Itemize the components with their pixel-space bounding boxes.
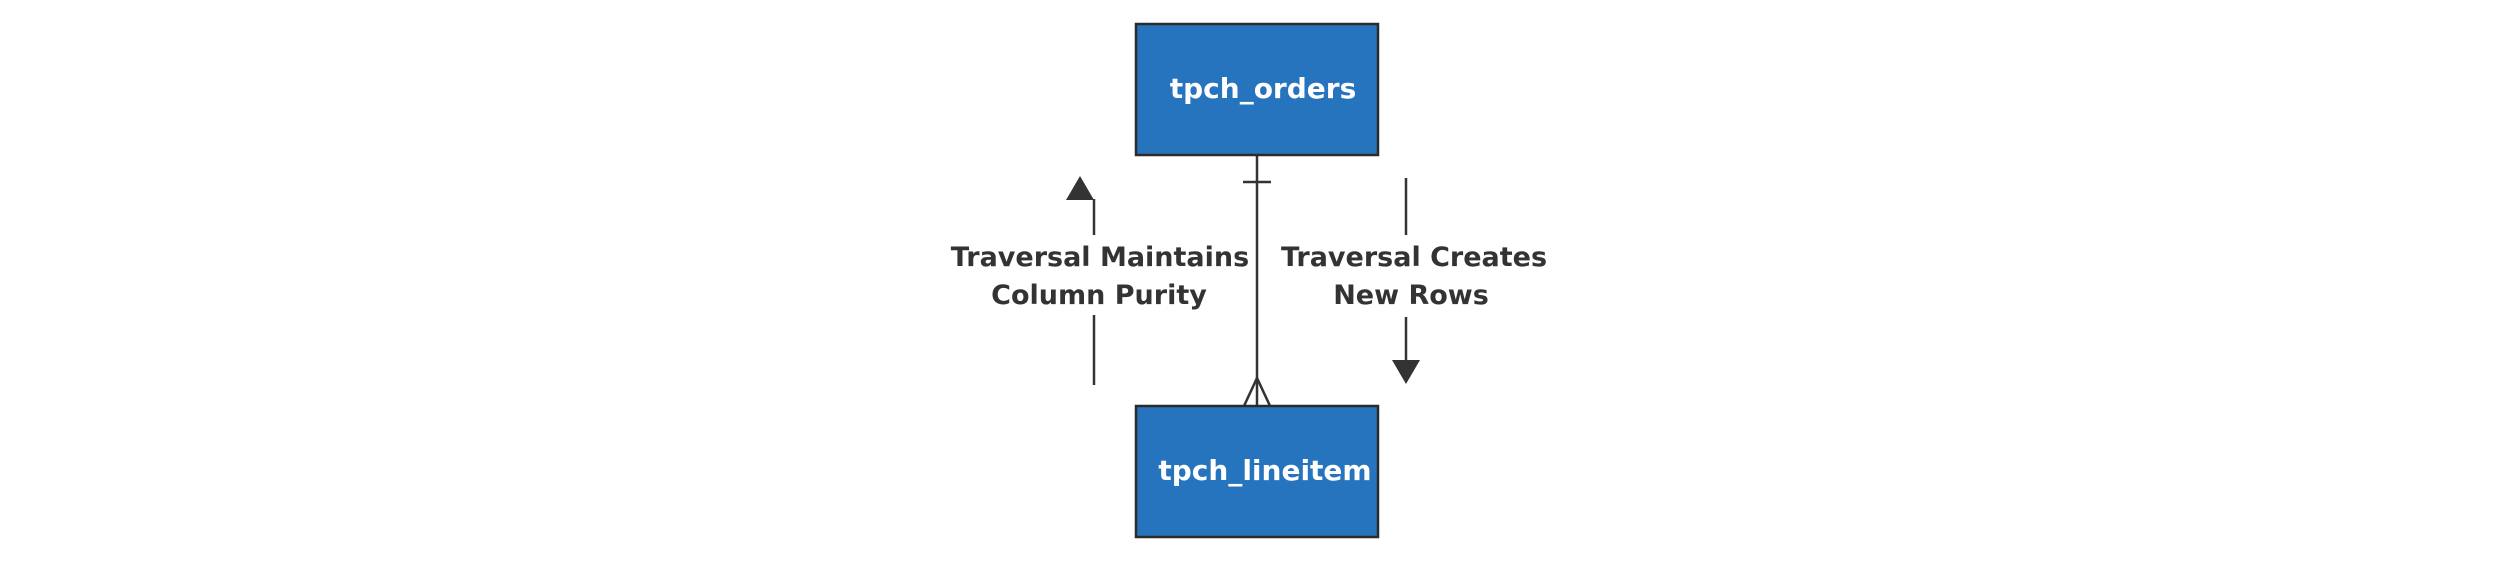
annotation-right: Traversal Creates New Rows — [1281, 178, 1547, 384]
entity-tpch-orders[interactable]: tpch_orders — [1134, 22, 1380, 157]
entity-name: tpch_orders — [1170, 72, 1357, 105]
many-cardinality-marker — [1242, 377, 1272, 407]
annotation-left-line1: Traversal Maintains — [951, 242, 1249, 273]
entity-name: tpch_lineitem — [1158, 454, 1371, 487]
annotation-left-line2: Column Purity — [991, 280, 1207, 311]
relationship-connector — [1242, 155, 1272, 407]
entity-box — [1134, 22, 1380, 157]
annotation-left: Traversal Maintains Column Purity — [951, 176, 1249, 385]
annotation-right-line2: New Rows — [1333, 280, 1489, 311]
annotation-right-line1: Traversal Creates — [1281, 242, 1547, 273]
down-arrow-icon — [1392, 178, 1420, 384]
entity-tpch-lineitem[interactable]: tpch_lineitem — [1134, 404, 1380, 539]
entity-box — [1134, 404, 1380, 539]
up-arrow-icon — [1066, 176, 1096, 385]
